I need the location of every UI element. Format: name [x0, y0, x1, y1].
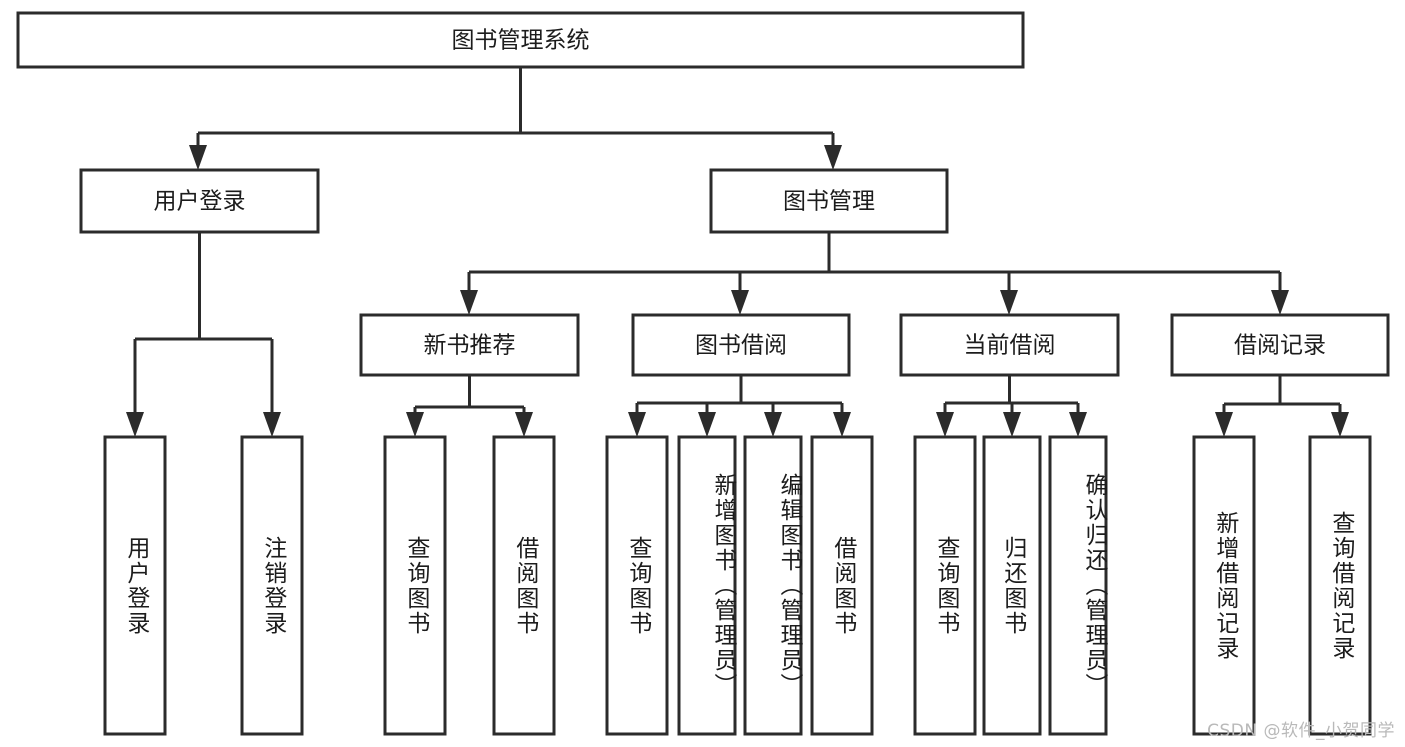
arrow-head-icon — [126, 412, 144, 437]
connector-group-book-management — [460, 232, 1289, 315]
node-leaf-add-borrow-record[interactable] — [1192, 435, 1256, 736]
arrow-head-icon — [1069, 412, 1087, 437]
arrow-head-icon — [1331, 412, 1349, 437]
connector-group-book-borrow — [628, 375, 851, 437]
arrow-head-icon — [1003, 412, 1021, 437]
node-root[interactable]: 图书管理系统 — [16, 11, 1025, 69]
node-leaf-query-book-2[interactable] — [605, 435, 669, 736]
node-current-borrow-label: 当前借阅 — [964, 333, 1056, 359]
arrow-head-icon — [515, 412, 533, 437]
node-current-borrow[interactable]: 当前借阅 — [899, 313, 1120, 377]
arrow-head-icon — [936, 412, 954, 437]
arrow-head-icon — [824, 145, 842, 170]
arrow-head-icon — [406, 412, 424, 437]
connector-group-borrow-records — [1215, 375, 1349, 437]
connector-group-new-book-recommend — [406, 375, 533, 437]
node-leaf-logout[interactable] — [240, 435, 304, 736]
node-leaf-query-borrow-record[interactable] — [1308, 435, 1372, 736]
connector-group-user-login — [126, 232, 281, 437]
node-user-login-label: 用户登录 — [154, 189, 246, 215]
node-leaf-return-book[interactable] — [982, 435, 1042, 736]
arrow-head-icon — [460, 290, 478, 315]
arrow-head-icon — [698, 412, 716, 437]
arrow-head-icon — [189, 145, 207, 170]
node-book-borrow-label: 图书借阅 — [695, 333, 787, 359]
arrow-head-icon — [263, 412, 281, 437]
node-borrow-records[interactable]: 借阅记录 — [1170, 313, 1390, 377]
arrow-head-icon — [1271, 290, 1289, 315]
node-borrow-records-label: 借阅记录 — [1234, 333, 1326, 359]
node-leaf-add-book-admin[interactable] — [677, 435, 737, 736]
arrow-head-icon — [1215, 412, 1233, 437]
node-leaf-user-login[interactable] — [103, 435, 167, 736]
node-book-borrow[interactable]: 图书借阅 — [631, 313, 851, 377]
connector-group-current-borrow — [936, 375, 1087, 437]
node-leaf-borrow-book-2[interactable] — [810, 435, 874, 736]
arrow-head-icon — [833, 412, 851, 437]
arrow-head-icon — [1000, 290, 1018, 315]
connector-group-root — [189, 67, 842, 170]
node-leaf-edit-book-admin[interactable] — [743, 435, 803, 736]
node-leaf-query-book-3[interactable] — [913, 435, 977, 736]
node-new-book-recommend-label: 新书推荐 — [424, 333, 516, 359]
node-leaf-query-book-1[interactable] — [383, 435, 447, 736]
node-leaf-borrow-book-1[interactable] — [492, 435, 556, 736]
arrow-head-icon — [764, 412, 782, 437]
node-new-book-recommend[interactable]: 新书推荐 — [359, 313, 580, 377]
csdn-watermark: CSDN @软件_小贺同学 — [1207, 721, 1395, 741]
node-leaf-confirm-return-admin[interactable] — [1048, 435, 1108, 736]
arrow-head-icon — [628, 412, 646, 437]
node-book-management-label: 图书管理 — [783, 189, 875, 215]
arrow-head-icon — [731, 290, 749, 315]
node-user-login[interactable]: 用户登录 — [79, 168, 320, 234]
leaf-box-group — [103, 435, 1372, 736]
node-book-management[interactable]: 图书管理 — [709, 168, 949, 234]
node-root-label: 图书管理系统 — [452, 28, 590, 54]
